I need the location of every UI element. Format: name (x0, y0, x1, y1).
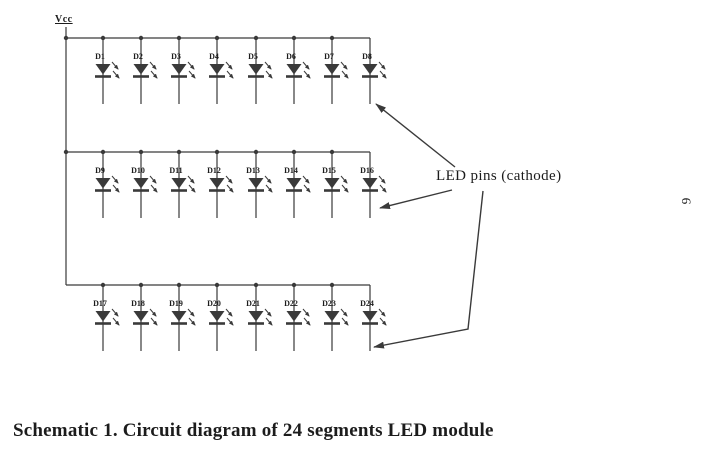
led-symbol-D13: D13 (246, 149, 273, 218)
arrow-to-row-2 (379, 189, 453, 209)
led-label: D23 (322, 299, 336, 308)
led-symbol-D7: D7 (324, 35, 349, 104)
led-label: D18 (131, 299, 145, 308)
led-symbol-D18: D18 (131, 282, 158, 351)
led-label: D21 (246, 299, 260, 308)
led-label: D3 (171, 52, 181, 61)
arrow-to-row-3 (373, 190, 484, 349)
led-symbol-D10: D10 (131, 149, 158, 218)
led-symbol-D11: D11 (169, 149, 196, 218)
led-label: D20 (207, 299, 221, 308)
led-symbol-D19: D19 (169, 282, 196, 351)
schematic-caption: Schematic 1. Circuit diagram of 24 segme… (13, 420, 494, 441)
led-symbol-D5: D5 (248, 35, 273, 104)
led-symbol-D16: D16 (360, 152, 387, 218)
led-symbol-D6: D6 (286, 35, 311, 104)
led-label: D8 (362, 52, 372, 61)
led-pins-cathode-annotation: LED pins (cathode) (436, 168, 562, 184)
led-label: D5 (248, 52, 258, 61)
led-label: D4 (209, 52, 219, 61)
led-label: D19 (169, 299, 183, 308)
led-label: D15 (322, 166, 336, 175)
led-symbol-D4: D4 (209, 35, 234, 104)
vcc-power-label: Vcc (55, 14, 73, 25)
led-row-2: D9 D10 D11 D12 D13 D14 D15 D16 (63, 149, 387, 218)
led-symbol-D22: D22 (284, 282, 311, 351)
led-symbol-D9: D9 (95, 149, 120, 218)
led-label: D16 (360, 166, 374, 175)
led-label: D13 (246, 166, 260, 175)
led-label: D17 (93, 299, 107, 308)
led-label: D14 (284, 166, 298, 175)
led-symbol-D20: D20 (207, 282, 234, 351)
led-label: D12 (207, 166, 221, 175)
led-label: D7 (324, 52, 334, 61)
led-symbol-D3: D3 (171, 35, 196, 104)
led-symbol-D2: D2 (133, 35, 158, 104)
led-symbol-D15: D15 (322, 149, 349, 218)
led-symbol-D23: D23 (322, 282, 349, 351)
rotated-page-number: 9 (678, 197, 694, 205)
led-symbol-D17: D17 (93, 282, 120, 351)
led-label: D1 (95, 52, 105, 61)
led-symbol-D24: D24 (360, 285, 387, 351)
led-label: D11 (169, 166, 182, 175)
led-symbol-D12: D12 (207, 149, 234, 218)
led-label: D6 (286, 52, 296, 61)
led-symbol-D14: D14 (284, 149, 311, 218)
led-symbol-D8: D8 (362, 38, 387, 104)
led-label: D2 (133, 52, 143, 61)
led-label: D10 (131, 166, 145, 175)
annotation-arrows (373, 103, 484, 349)
led-symbol-D1: D1 (95, 35, 120, 104)
led-label: D24 (360, 299, 374, 308)
led-row-1: D1 D2 D3 D4 D5 D6 D7 D8 (63, 35, 387, 104)
led-row-3: D17 D18 D19 D20 D21 D22 D23 D24 (66, 282, 387, 351)
led-symbol-D21: D21 (246, 282, 273, 351)
arrow-to-row-1 (375, 103, 456, 168)
led-label: D9 (95, 166, 105, 175)
led-label: D22 (284, 299, 298, 308)
